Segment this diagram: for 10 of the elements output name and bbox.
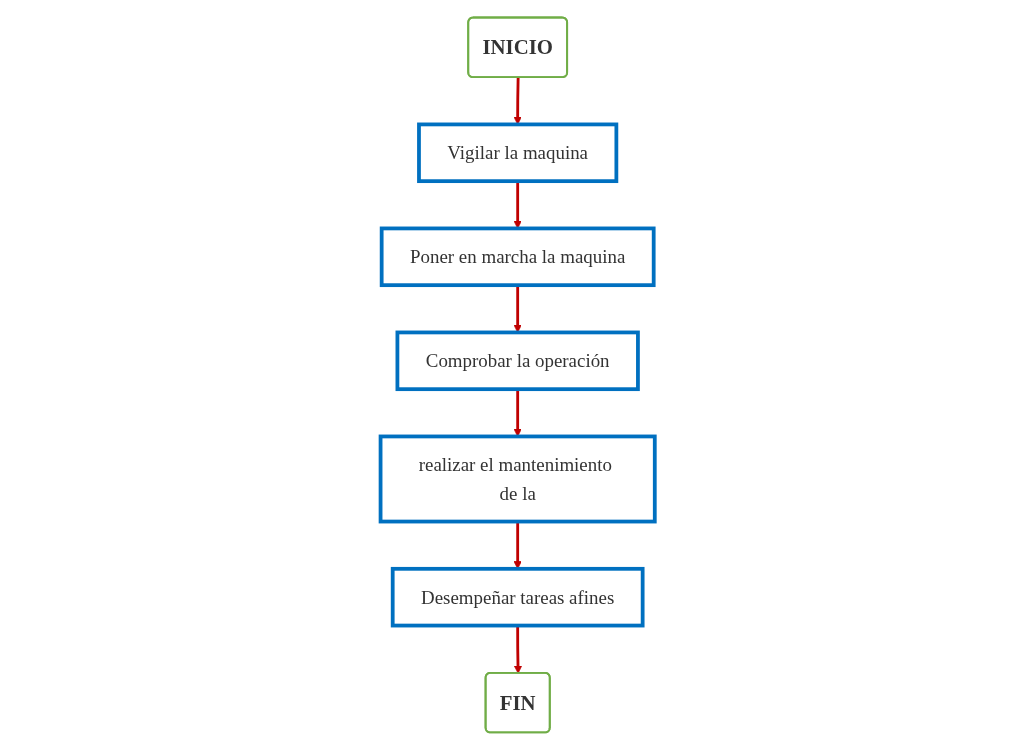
node-box: Poner en marcha la maquina — [379, 226, 656, 288]
node-box: Desempeñar tareas afines — [390, 566, 645, 628]
node-box: Vigilar la maquina — [416, 122, 619, 184]
arrow — [513, 77, 522, 125]
node-box: Comprobar la operación — [395, 330, 640, 392]
arrow — [513, 625, 522, 674]
arrow — [513, 389, 522, 437]
arrow — [513, 181, 522, 229]
arrow — [513, 285, 522, 333]
node-box: realizar el mantenimiento de la — [378, 434, 657, 524]
